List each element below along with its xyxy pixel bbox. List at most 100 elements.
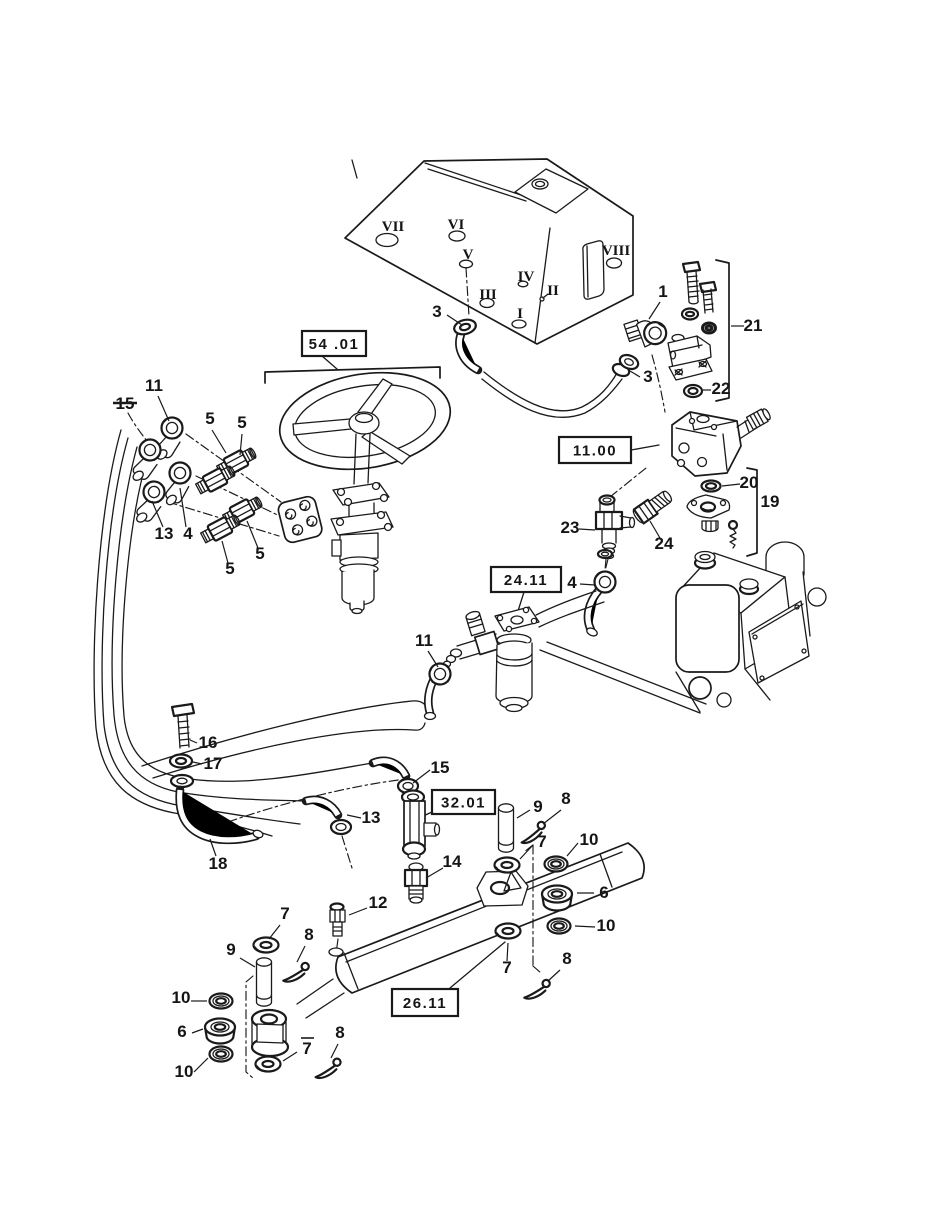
elbow-fitting-1 — [623, 319, 668, 348]
steel-pipe-18 — [169, 773, 264, 845]
callout-label: 7 — [537, 832, 546, 851]
filter-inlet-tee — [442, 610, 501, 668]
leader-line — [179, 487, 187, 528]
elbow-fitting-4-right — [583, 548, 617, 637]
callout-label: 1 — [658, 282, 667, 301]
callout-label: 10 — [172, 988, 191, 1007]
ref-box — [557, 435, 633, 465]
callout-label: 19 — [761, 492, 780, 511]
clamp-hardware-group — [168, 702, 264, 845]
panel-numeral: III — [479, 287, 497, 303]
fitting-14 — [403, 862, 429, 904]
leader-line — [157, 395, 170, 422]
ref-box — [430, 788, 497, 816]
panel-numeral: VI — [448, 217, 465, 233]
cylinder-barrel — [335, 842, 645, 994]
leader-line — [519, 844, 534, 860]
ref-box — [390, 987, 460, 1018]
junction-block — [277, 495, 323, 544]
callout-label: 6 — [177, 1022, 186, 1041]
callout-label: 5 — [237, 413, 246, 432]
leader-line — [189, 739, 198, 744]
left-fittings-group — [127, 412, 323, 547]
leader-line — [193, 1057, 209, 1073]
callout-label: 11 — [415, 631, 433, 650]
callout-label: 8 — [562, 949, 571, 968]
callout-label: 23 — [561, 518, 580, 537]
callout-label: 5 — [225, 559, 234, 578]
callout-label: 16 — [199, 733, 218, 752]
panel-numeral: IV — [518, 269, 535, 285]
leader-line — [412, 769, 431, 784]
callout-label: 17 — [204, 754, 223, 773]
callout-label: 8 — [335, 1023, 344, 1042]
leader-line — [566, 842, 579, 857]
callout-label: 15 — [431, 758, 450, 777]
callout-label: 13 — [362, 808, 381, 827]
leader-line — [191, 1028, 204, 1034]
callout-label: 13 — [155, 524, 174, 543]
bolt-short — [698, 280, 718, 314]
leader-line — [648, 301, 661, 320]
callout-label: 12 — [369, 893, 388, 912]
bolt-16 — [170, 702, 196, 749]
leader-line — [425, 867, 444, 879]
leader-line — [348, 907, 368, 916]
callout-label: 21 — [744, 316, 763, 335]
leader-line — [211, 429, 227, 454]
callout-label: 6 — [599, 883, 608, 902]
callout-label: 9 — [533, 797, 542, 816]
retainer-screw — [727, 519, 739, 549]
elbow-bracket-21 — [667, 333, 713, 381]
steering-pump-group — [630, 408, 771, 557]
leader-line — [427, 650, 439, 668]
callout-label: 22 — [712, 379, 731, 398]
callout-label: 20 — [740, 473, 759, 492]
callout-label: 9 — [226, 940, 235, 959]
ref-box-label: 26.11 — [403, 995, 447, 1012]
leader-line — [579, 583, 596, 586]
leader-line — [221, 540, 229, 564]
callout-label: 10 — [597, 916, 616, 935]
leader-line — [246, 520, 259, 549]
leader-line — [506, 942, 509, 962]
cylinder-rod — [296, 978, 345, 1019]
callout-label: 4 — [183, 524, 193, 543]
leader-line — [578, 528, 596, 531]
pump-shaft — [736, 408, 771, 439]
callout-label: 3 — [432, 302, 441, 321]
callout-label: 11 — [145, 376, 163, 395]
leader-line — [209, 838, 217, 857]
leader-line — [296, 945, 306, 963]
ref-box-label: 24.11 — [504, 572, 548, 589]
instrument-console — [344, 158, 634, 345]
leader-line — [192, 761, 203, 765]
leader-line — [151, 500, 164, 528]
callout-label: 7 — [280, 904, 289, 923]
callout-label: 18 — [209, 854, 228, 873]
callout-label: 8 — [304, 925, 313, 944]
callout-label: 8 — [561, 789, 570, 808]
callout-label: 24 — [655, 534, 674, 553]
callout-label: 7 — [502, 958, 511, 977]
leader-line — [649, 520, 661, 539]
hose-lines — [93, 429, 707, 869]
steering-wheel-group — [264, 355, 452, 615]
hose-elbow-13 — [301, 795, 353, 836]
callout-label: 3 — [643, 367, 652, 386]
leader-line — [346, 814, 362, 819]
console-hose-assembly — [453, 318, 668, 418]
ref-box — [489, 565, 563, 594]
callout-label: 5 — [205, 409, 214, 428]
leader-line — [446, 314, 463, 326]
callout-label: 4 — [567, 573, 577, 592]
elbow-fitting-11-filter — [423, 659, 455, 721]
bolt-long — [681, 260, 702, 305]
ref-box-label: 32.01 — [441, 795, 486, 812]
ref-box-label: 54 .01 — [309, 336, 360, 353]
mount-hardware-21-group — [667, 259, 730, 402]
